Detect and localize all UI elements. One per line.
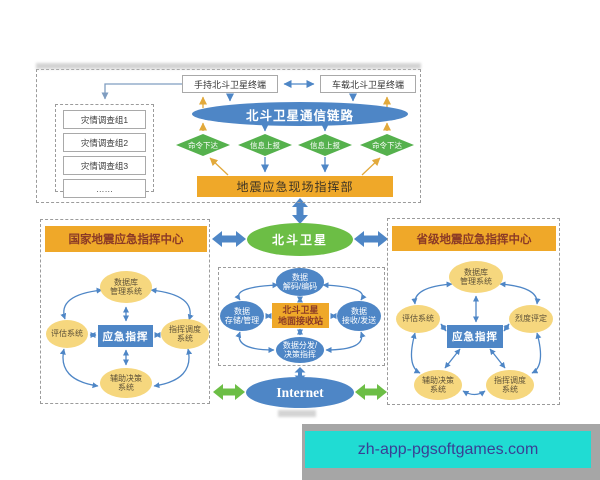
label-line: 数据库 <box>114 277 138 287</box>
ground-station-box: 北斗卫星 地面接收站 <box>272 303 329 328</box>
national-center-title: 国家地震应急指挥中心 <box>45 226 207 252</box>
provincial-dispatch-ellipse: 指挥调度 系统 <box>486 370 534 400</box>
handheld-terminal-box: 手持北斗卫星终端 <box>182 75 278 93</box>
national-command-box: 应急指挥 <box>98 325 153 347</box>
provincial-center-title: 省级地震应急指挥中心 <box>392 226 556 251</box>
thick-link-arrows <box>212 198 388 400</box>
ground-station-arrows <box>234 282 367 353</box>
flow-diamond-command-left: 命令下达 <box>176 134 230 156</box>
label-line: 管理系统 <box>110 287 142 296</box>
data-distribute-ellipse: 数据分发/ 决策指挥 <box>276 337 324 363</box>
label-line: 数据分发/ <box>282 340 318 350</box>
label-line: 评估系统 <box>402 314 434 324</box>
flow-diamond-report-left: 信息上报 <box>238 134 292 156</box>
national-decision-ellipse: 辅助决策 系统 <box>100 368 152 398</box>
label-line: 系统 <box>430 385 446 394</box>
provincial-decision-ellipse: 辅助决策 系统 <box>414 370 462 400</box>
label-line: 数据 <box>292 272 308 282</box>
top-section-arrows <box>101 80 391 176</box>
label-line: 系统 <box>177 334 193 343</box>
vehicle-terminal-box: 车载北斗卫星终端 <box>320 75 416 93</box>
provincial-eval-ellipse: 评估系统 <box>396 305 440 333</box>
flow-diamond-report-right: 信息上报 <box>298 134 352 156</box>
beidou-satellite-ellipse: 北斗卫星 <box>247 223 353 256</box>
field-hq-box: 地震应急现场指挥部 <box>197 176 393 197</box>
survey-group-1: 灾情调查组1 <box>63 110 146 129</box>
national-dispatch-ellipse: 指挥调度 系统 <box>161 319 209 349</box>
data-storage-ellipse: 数据 存储/管理 <box>220 301 264 331</box>
survey-group-more: …… <box>63 179 146 198</box>
national-db-ellipse: 数据库 管理系统 <box>100 271 152 303</box>
label-line: 数据 <box>351 306 367 316</box>
label-line: 存储/管理 <box>224 316 260 325</box>
provincial-center-frame <box>387 218 560 405</box>
internet-ellipse: Internet <box>246 377 354 408</box>
label-line: 辅助决策 <box>422 375 454 385</box>
watermark-smear-top <box>36 63 421 69</box>
label-line: 北斗卫星 <box>282 304 319 315</box>
data-transceive-ellipse: 数据 接收/发送 <box>337 301 381 331</box>
label-line: 管理系统 <box>460 277 492 286</box>
label-line: 指挥调度 <box>494 375 526 385</box>
data-decode-ellipse: 数据 解码/编码 <box>276 268 324 296</box>
label-line: 系统 <box>118 383 134 392</box>
provincial-center-arrows <box>410 281 542 397</box>
national-internet-arrow <box>213 384 245 400</box>
provincial-db-ellipse: 数据库 管理系统 <box>449 261 503 293</box>
label-line: 指挥调度 <box>169 324 201 334</box>
internet-provincial-arrow <box>355 384 387 400</box>
national-satellite-arrow <box>212 231 246 247</box>
survey-group-2: 灾情调查组2 <box>63 133 146 152</box>
comm-link-ellipse: 北斗卫星通信链路 <box>192 102 408 126</box>
national-eval-ellipse: 评估系统 <box>46 320 88 348</box>
banner-link[interactable]: zh-app-pgsoftgames.com <box>305 431 591 468</box>
label-line: 接收/发送 <box>341 316 377 325</box>
label-line: 解码/编码 <box>282 282 318 291</box>
label-line: 烈度评定 <box>515 314 547 324</box>
flow-diamond-command-right: 命令下达 <box>360 134 414 156</box>
label-line: 评估系统 <box>51 329 83 339</box>
hq-satellite-arrow <box>292 198 308 224</box>
label-line: 地面接收站 <box>277 315 323 326</box>
national-center-frame <box>40 219 210 404</box>
national-center-arrows <box>59 287 194 389</box>
field-section-frame <box>36 69 421 203</box>
provincial-command-box: 应急指挥 <box>447 325 503 348</box>
label-line: 系统 <box>502 385 518 394</box>
label-line: 决策指挥 <box>284 350 316 359</box>
ground-station-frame <box>218 267 385 366</box>
survey-group-3: 灾情调查组3 <box>63 156 146 175</box>
label-line: 数据 <box>234 306 250 316</box>
label-line: 辅助决策 <box>110 373 142 383</box>
watermark-smear-bottom <box>278 410 316 417</box>
label-line: 数据库 <box>464 267 488 277</box>
provincial-intensity-ellipse: 烈度评定 <box>509 305 553 333</box>
satellite-provincial-arrow <box>354 231 388 247</box>
